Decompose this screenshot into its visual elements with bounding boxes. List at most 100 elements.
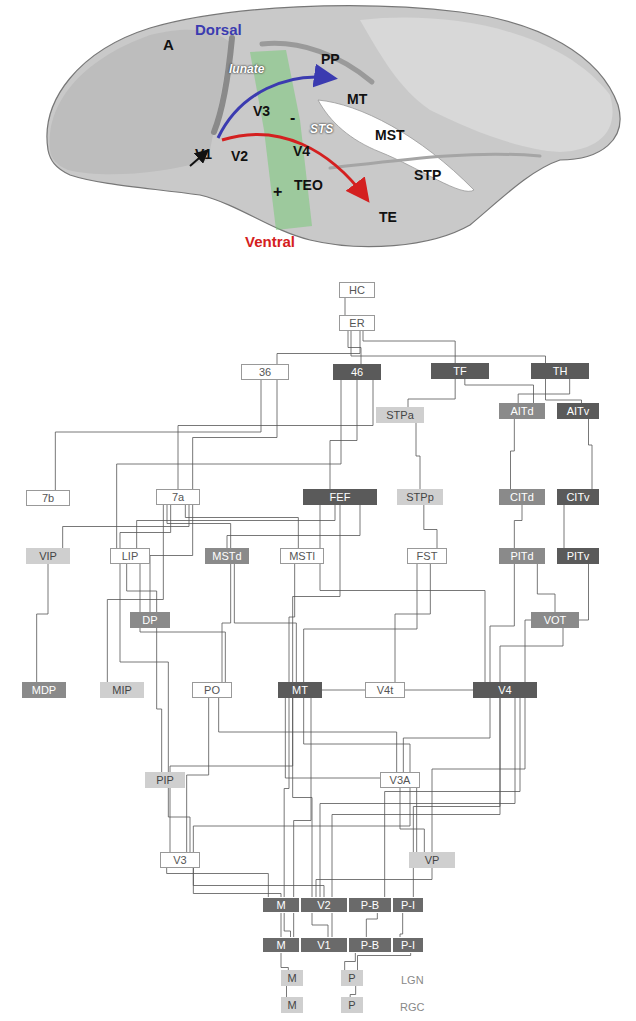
area-name: AITv: [567, 404, 590, 418]
area-label: A: [163, 37, 174, 54]
area-box: PITv: [557, 548, 599, 564]
area-box: MT: [278, 682, 322, 698]
pathway-line: [564, 505, 565, 548]
pathway-line: [185, 505, 298, 548]
area-name: 46: [351, 365, 363, 379]
pathway-line: [170, 698, 293, 852]
area-box: M: [262, 897, 300, 913]
frontal-lobe: [360, 18, 613, 152]
pathway-line: [120, 564, 168, 772]
pathway-line: [403, 698, 490, 772]
area-name: PO: [204, 683, 220, 697]
area-box: DP: [130, 612, 170, 628]
area-name: PITd: [510, 549, 533, 563]
pathway-line: [525, 564, 589, 682]
area-box: TF: [431, 363, 489, 379]
pathway-line: [358, 953, 411, 970]
pathway-line: [511, 419, 515, 489]
area-name: MSTd: [212, 549, 241, 563]
area-name: M: [276, 898, 285, 912]
pathway-line: [284, 698, 289, 897]
area-box: AITd: [499, 403, 545, 419]
pathway-line: [500, 628, 563, 682]
area-box: TH: [531, 363, 589, 379]
area-label: MT: [347, 92, 367, 107]
pathway-line: [281, 953, 288, 970]
pathway-line: [167, 868, 269, 897]
area-label: STS: [310, 123, 333, 136]
pathway-line: [345, 953, 356, 970]
area-box: VP: [409, 852, 455, 868]
area-box: P-I: [392, 897, 424, 913]
pathway-line: [304, 698, 410, 772]
pathway-line: [366, 913, 377, 937]
pathway-line: [395, 564, 430, 682]
area-box: M: [281, 997, 303, 1013]
area-box: P: [341, 997, 363, 1013]
area-name: FST: [417, 549, 438, 563]
area-box: 7b: [26, 490, 70, 506]
pathway-line: [289, 564, 295, 682]
area-box: V4t: [365, 682, 405, 698]
pathway-line: [432, 698, 525, 852]
area-name: PIP: [156, 773, 174, 787]
pathway-line: [537, 564, 555, 612]
pathway-line: [332, 698, 500, 937]
area-name: 36: [259, 365, 271, 379]
pathway-line: [304, 564, 417, 682]
pathway-line: [285, 698, 416, 852]
pathway-line: [345, 298, 346, 315]
area-label: TEO: [294, 178, 323, 193]
area-name: V4: [498, 683, 511, 697]
area-name: LIP: [122, 549, 139, 563]
area-label: Ventral: [245, 234, 295, 251]
area-name: V2: [317, 898, 330, 912]
pathway-line: [320, 505, 485, 682]
area-name: VP: [425, 853, 440, 867]
pathway-line: [351, 331, 546, 363]
area-label: V4: [293, 144, 310, 159]
area-box: 36: [241, 364, 289, 380]
area-name: TF: [453, 364, 466, 378]
area-label: lunate: [229, 63, 264, 76]
area-box: LIP: [110, 548, 150, 564]
area-box: FST: [407, 548, 447, 564]
area-name: PITv: [567, 549, 590, 563]
area-label: Dorsal: [195, 22, 242, 39]
pathway-line: [219, 698, 397, 772]
area-name: MDP: [32, 683, 56, 697]
area-box: MIP: [100, 682, 144, 698]
area-box: V3: [160, 852, 200, 868]
area-label: -: [290, 109, 295, 127]
pathway-line: [284, 913, 290, 937]
pathway-line: [514, 505, 522, 548]
pathway-line: [193, 380, 277, 489]
area-name: VOT: [544, 613, 567, 627]
pathway-line: [157, 628, 162, 772]
area-label: V2: [231, 149, 248, 164]
pathway-line: [127, 564, 157, 612]
area-box: AITv: [557, 403, 599, 419]
area-name: P-I: [401, 938, 415, 952]
area-box: CITd: [499, 489, 545, 505]
area-name: ER: [349, 316, 364, 330]
area-label: +: [273, 183, 282, 201]
area-name: M: [276, 938, 285, 952]
area-box: MSTl: [280, 548, 324, 564]
area-box: M: [281, 970, 303, 986]
area-name: V3A: [390, 773, 411, 787]
pathway-line: [589, 419, 593, 489]
pathway-line: [277, 331, 360, 364]
pathway-line: [107, 505, 163, 682]
area-name: MSTl: [289, 549, 315, 563]
pathway-line: [193, 868, 324, 897]
pathway-line: [405, 690, 473, 691]
area-box: VOT: [531, 612, 579, 628]
pathway-line: [490, 564, 514, 682]
area-box: P-B: [348, 897, 392, 913]
area-box: STPp: [397, 489, 443, 505]
area-name: V4t: [377, 683, 394, 697]
area-box: P-B: [348, 937, 392, 953]
area-label: RGC: [400, 1001, 424, 1013]
area-name: 7a: [172, 490, 184, 504]
